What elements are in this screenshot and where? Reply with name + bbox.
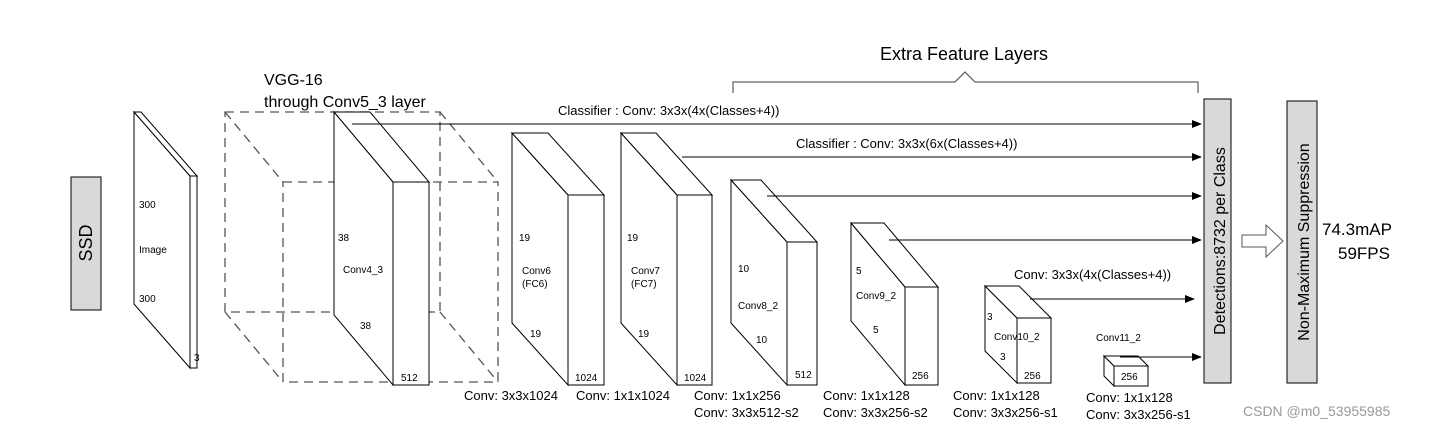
detections-panel bbox=[1203, 98, 1232, 384]
image-label: Image bbox=[139, 245, 167, 256]
conv10-2-label: Conv10_2 bbox=[994, 332, 1040, 343]
op-conv10-a: Conv: 1x1x128 bbox=[953, 388, 1040, 403]
conv7-height-label: 19 bbox=[627, 233, 639, 244]
conv9-2-label: Conv9_2 bbox=[856, 291, 896, 302]
watermark: CSDN @m0_53955985 bbox=[1243, 403, 1391, 419]
conv11-2-label: Conv11_2 bbox=[1096, 333, 1141, 344]
conv4-3-channel-label: 512 bbox=[401, 373, 418, 384]
result-map: 74.3mAP bbox=[1322, 220, 1392, 239]
conv7-block bbox=[619, 131, 714, 387]
conv10-2-height-label: 3 bbox=[987, 312, 993, 323]
conv9-2-block bbox=[849, 221, 940, 387]
extra-layers-title: Extra Feature Layers bbox=[880, 44, 1048, 64]
conv9-2-channel-label: 256 bbox=[912, 371, 929, 382]
op-conv7: Conv: 1x1x1024 bbox=[576, 388, 670, 403]
conv6-height-label: 19 bbox=[519, 233, 531, 244]
conv10-2-block bbox=[983, 284, 1053, 385]
conv4-3-width-label: 38 bbox=[360, 321, 372, 332]
op-conv8-b: Conv: 3x3x512-s2 bbox=[694, 405, 799, 420]
conv7-channel-label: 1024 bbox=[684, 373, 707, 384]
conv11-2-block bbox=[1102, 354, 1150, 388]
conv6-sublabel: (FC6) bbox=[522, 279, 548, 290]
conv4-3-block bbox=[332, 110, 431, 387]
extra-layers-brace bbox=[732, 71, 1199, 93]
image-width-label: 300 bbox=[139, 294, 156, 305]
op-conv9-b: Conv: 3x3x256-s2 bbox=[823, 405, 928, 420]
conv6-width-label: 19 bbox=[530, 329, 542, 340]
op-conv6: Conv: 3x3x1024 bbox=[464, 388, 558, 403]
image-height-label: 300 bbox=[139, 200, 156, 211]
conv8-2-label: Conv8_2 bbox=[738, 301, 778, 312]
conv10-2-width-label: 3 bbox=[1000, 352, 1006, 363]
conv8-2-block bbox=[729, 178, 819, 387]
vgg-label-line2: through Conv5_3 layer bbox=[264, 94, 427, 111]
classifier-label-2: Classifier : Conv: 3x3x(6x(Classes+4)) bbox=[796, 136, 1017, 151]
conv7-label: Conv7 bbox=[631, 266, 660, 277]
conv4-3-label: Conv4_3 bbox=[343, 265, 383, 276]
op-conv11-a: Conv: 1x1x128 bbox=[1086, 390, 1173, 405]
conv6-channel-label: 1024 bbox=[575, 373, 598, 384]
op-conv9-a: Conv: 1x1x128 bbox=[823, 388, 910, 403]
conv7-sublabel: (FC7) bbox=[631, 279, 657, 290]
conv6-label: Conv6 bbox=[522, 266, 551, 277]
conv8-2-channel-label: 512 bbox=[795, 370, 812, 381]
conv8-2-width-label: 10 bbox=[756, 335, 768, 346]
ssd-label: SSD bbox=[76, 224, 96, 261]
conv4-3-height-label: 38 bbox=[338, 233, 350, 244]
conv7-width-label: 19 bbox=[638, 329, 650, 340]
op-conv10-b: Conv: 3x3x256-s1 bbox=[953, 405, 1058, 420]
image-channel-label: 3 bbox=[194, 353, 200, 364]
op-conv8-a: Conv: 1x1x256 bbox=[694, 388, 781, 403]
op-conv11-b: Conv: 3x3x256-s1 bbox=[1086, 407, 1191, 422]
nms-label: Non-Maximum Suppression bbox=[1296, 143, 1313, 340]
nms-panel bbox=[1286, 100, 1318, 384]
vgg-label-line1: VGG-16 bbox=[264, 72, 323, 89]
conv10-2-channel-label: 256 bbox=[1024, 371, 1041, 382]
classifier-label-3: Conv: 3x3x(4x(Classes+4)) bbox=[1014, 267, 1171, 282]
image-block bbox=[132, 110, 199, 370]
conv9-2-height-label: 5 bbox=[856, 266, 862, 277]
conv8-2-height-label: 10 bbox=[738, 264, 750, 275]
conv6-block bbox=[510, 131, 606, 387]
classifier-label-1: Classifier : Conv: 3x3x(4x(Classes+4)) bbox=[558, 103, 779, 118]
conv9-2-width-label: 5 bbox=[873, 325, 879, 336]
detections-label: Detections:8732 per Class bbox=[1212, 147, 1229, 335]
ssd-panel bbox=[70, 176, 102, 311]
result-fps: 59FPS bbox=[1338, 244, 1390, 263]
flow-arrow-icon bbox=[1241, 223, 1284, 259]
conv11-2-channel-label: 256 bbox=[1121, 372, 1138, 383]
